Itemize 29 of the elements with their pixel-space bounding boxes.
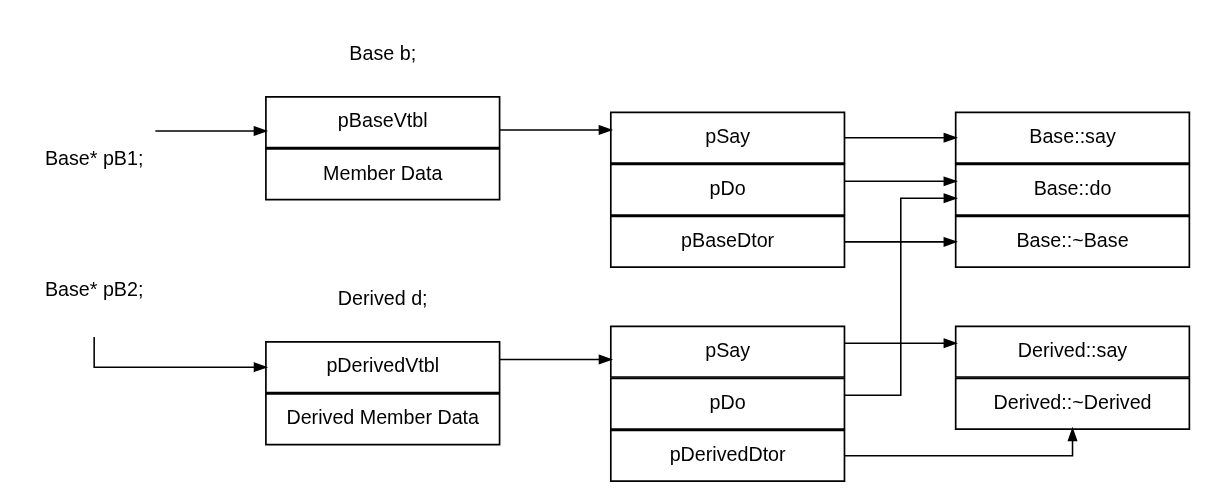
- label: Base b;: [348, 41, 416, 64]
- node-text: Base* pB1;: [44, 147, 143, 170]
- node-box: pBaseVtbl: [264, 96, 500, 149]
- arrow: [843, 193, 958, 397]
- node-text: Base* pB2;: [44, 278, 143, 301]
- label: Derived d;: [337, 286, 428, 309]
- arrow: [154, 125, 268, 137]
- node-box: pDo: [609, 377, 845, 430]
- arrow: [498, 354, 613, 365]
- node-box: pDerivedVtbl: [264, 340, 500, 394]
- arrow: [92, 336, 268, 373]
- node-box: Derived Member Data: [264, 393, 500, 446]
- node-box: pBaseDtor: [609, 215, 845, 269]
- node-box: pDo: [609, 163, 845, 216]
- node-box: Member Data: [264, 148, 500, 201]
- node-box: Derived::say: [954, 325, 1190, 378]
- arrow: [498, 124, 613, 135]
- arrow: [843, 236, 958, 247]
- arrow: [843, 426, 1078, 457]
- arrow: [843, 176, 958, 187]
- arrow: [843, 338, 958, 349]
- node-box: Base::do: [954, 163, 1190, 216]
- node-box: Base::say: [954, 111, 1190, 164]
- node-box: Derived::~Derived: [954, 377, 1190, 430]
- node-box: Base::~Base: [954, 215, 1190, 269]
- node-box: pSay: [609, 111, 845, 164]
- arrow: [843, 132, 958, 143]
- node-box: pDerivedDtor: [609, 429, 845, 483]
- node-box: pSay: [609, 325, 845, 378]
